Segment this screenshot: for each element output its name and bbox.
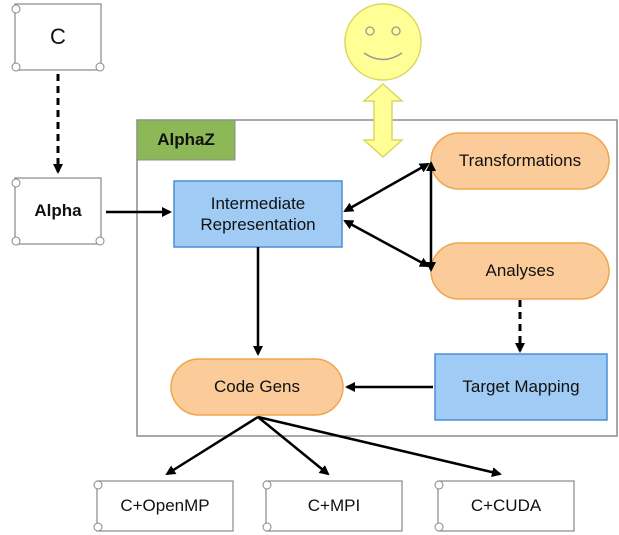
transformations-label: Transformations (458, 151, 582, 171)
codegens-to-mpi-arrow (257, 416, 330, 476)
scroll-icon (93, 480, 234, 532)
cuda-scroll-label: C+CUDA (470, 496, 542, 516)
ir-transformations-arrow (343, 162, 430, 213)
scroll-icon (262, 480, 403, 532)
scroll-icon (434, 480, 575, 532)
alpha-scroll-label: Alpha (34, 201, 82, 221)
analyses-label: Analyses (485, 261, 555, 281)
scroll-icon (11, 177, 105, 246)
c-scroll-label: C (50, 24, 66, 50)
ir-box (173, 180, 343, 248)
openmp-scroll-label: C+OpenMP (120, 496, 210, 516)
codegens-to-cuda-arrow (257, 415, 502, 478)
smiley-face-icon (344, 3, 422, 81)
ir-label: Intermediate Representation (200, 193, 316, 234)
code-gens-pill (170, 358, 344, 416)
mpi-scroll-label: C+MPI (307, 496, 361, 516)
scroll-icon (11, 3, 105, 72)
user-interaction-arrow (362, 82, 404, 159)
ir-analyses-arrow (343, 219, 430, 268)
alphaz-title: AlphaZ (157, 130, 215, 150)
codegens-to-openmp-arrow (165, 415, 259, 476)
target-mapping-box (434, 353, 608, 421)
code-gens-label: Code Gens (214, 377, 300, 397)
alphaz-title-box (136, 119, 236, 161)
target-mapping-label: Target Mapping (462, 377, 580, 397)
